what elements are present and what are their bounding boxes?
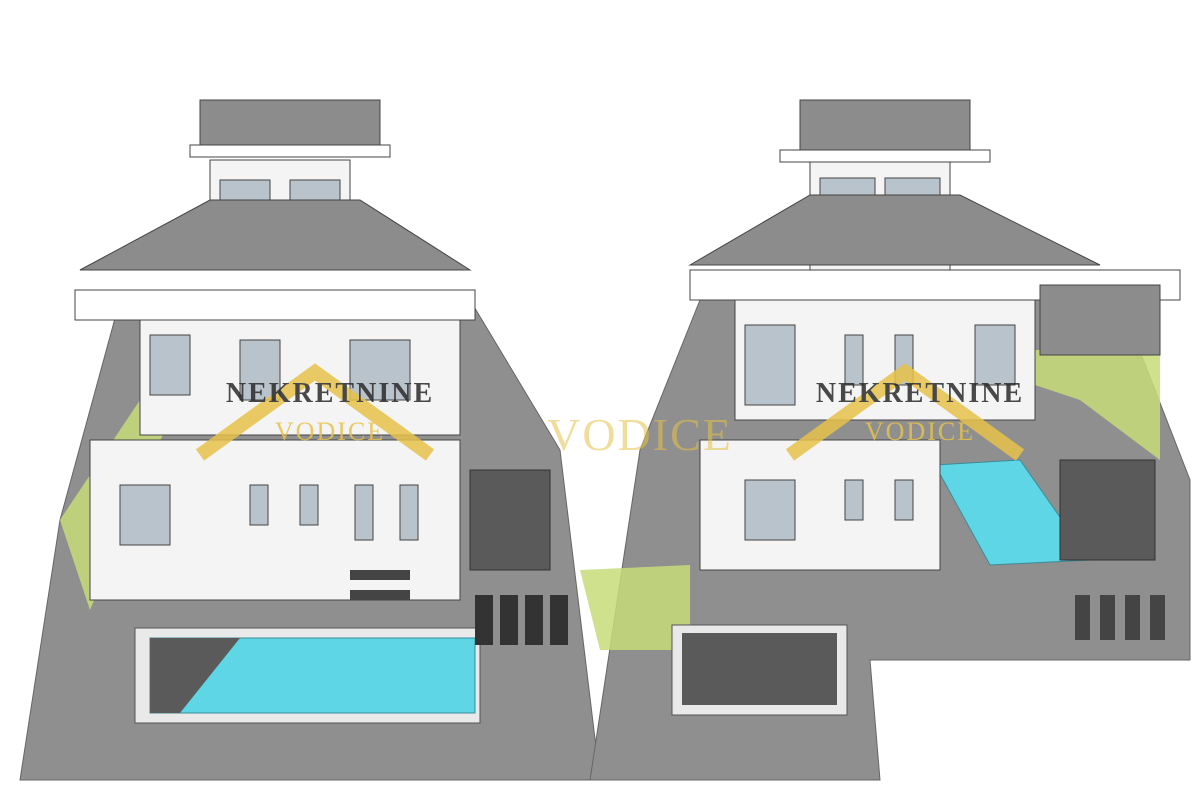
- right-lawn: [930, 350, 1160, 460]
- left-gf-window-3: [299, 484, 319, 526]
- left-roof-top: [199, 99, 381, 151]
- house-logo-icon: [195, 363, 435, 461]
- left-first-floor-slab: [74, 289, 476, 321]
- right-roof-lower: [688, 194, 1101, 266]
- center-loungers: [475, 595, 568, 645]
- right-lawn-2: [580, 565, 690, 650]
- center-watermark: VODICE: [547, 409, 733, 460]
- left-loungers: [350, 570, 410, 600]
- right-ff-window-4: [974, 324, 1016, 386]
- right-ff-window-2: [844, 334, 864, 386]
- right-villa: [580, 99, 1191, 781]
- watermark-logo-left: NEKRETNINE VODICE: [195, 363, 435, 461]
- right-gf-window-3: [894, 479, 914, 521]
- left-terrace-paving: [469, 469, 551, 571]
- left-gf-window-5: [399, 484, 419, 541]
- left-villa: [19, 99, 601, 781]
- watermark-right-line1: NEKRETNINE: [816, 378, 1024, 409]
- left-ff-window-3: [349, 339, 411, 401]
- left-gf-window-2: [249, 484, 269, 526]
- right-gf-window-2: [844, 479, 864, 521]
- watermark-left-line2: VODICE: [275, 417, 385, 446]
- right-loungers: [1075, 595, 1165, 640]
- right-roof-parapet: [779, 149, 991, 163]
- left-roof-parapet: [189, 144, 391, 158]
- right-roof-side: [1039, 284, 1161, 356]
- left-ff-window-1: [149, 334, 191, 396]
- watermark-right-line2: VODICE: [865, 417, 975, 446]
- left-gf-window-4: [354, 484, 374, 541]
- right-side-paving: [1059, 459, 1156, 561]
- right-pool-paving: [682, 633, 837, 705]
- watermark-left-line1: NEKRETNINE: [226, 378, 434, 409]
- right-ff-window-1: [744, 324, 796, 406]
- right-roof-top: [799, 99, 971, 156]
- left-ff-window-2: [239, 339, 281, 401]
- right-gf-window-1: [744, 479, 796, 541]
- house-logo-icon: [785, 363, 1025, 461]
- left-roof-lower: [79, 199, 472, 271]
- left-pool-paving: [150, 638, 240, 713]
- left-gf-window-1: [119, 484, 171, 546]
- watermark-logo-right: NEKRETNINE VODICE: [785, 363, 1025, 461]
